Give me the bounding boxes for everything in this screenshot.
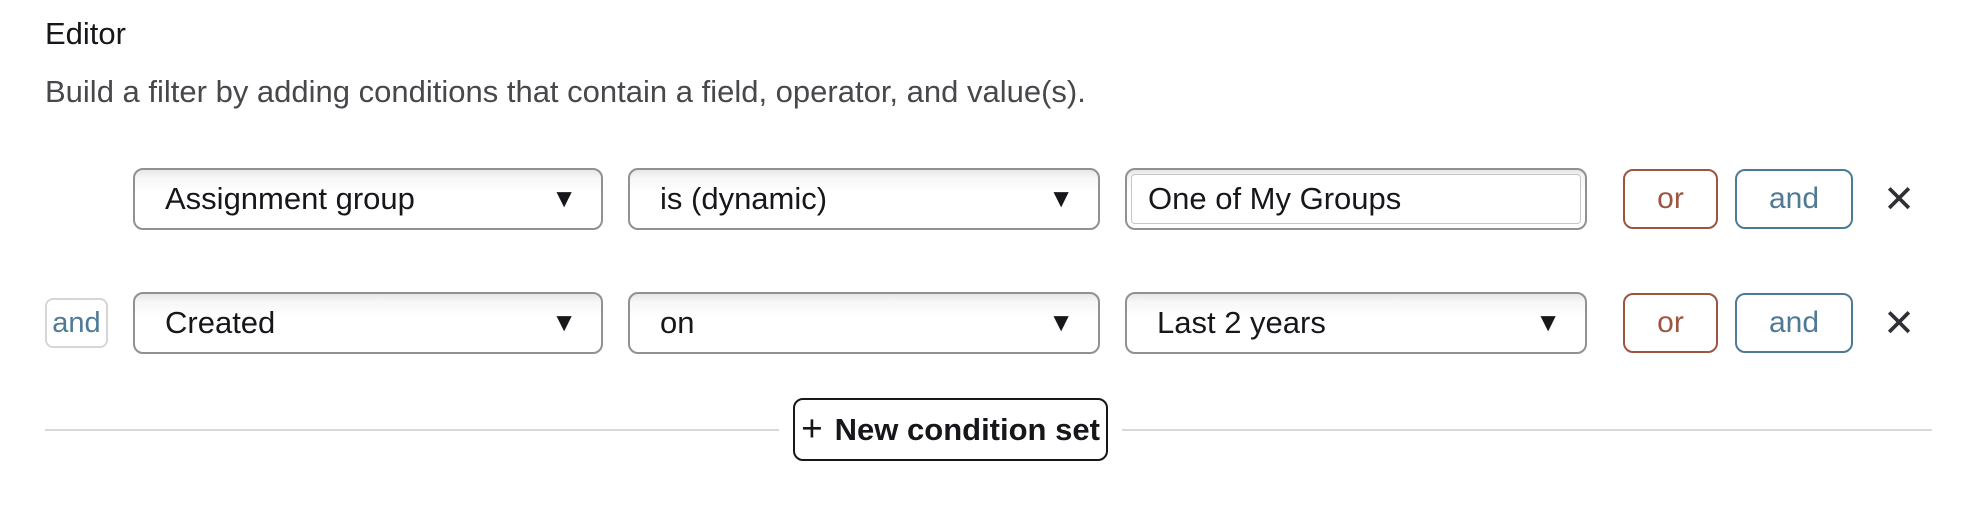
caret-down-icon: ▼ — [1535, 307, 1561, 338]
conjunction-badge: and — [45, 298, 108, 348]
close-icon: ✕ — [1883, 177, 1915, 221]
field-select-value: Assignment group — [165, 181, 415, 216]
close-icon: ✕ — [1883, 301, 1915, 345]
caret-down-icon: ▼ — [1048, 307, 1074, 338]
and-button[interactable]: and — [1735, 169, 1853, 229]
condition-row-1: Assignment group ▼ is (dynamic) ▼ or and… — [0, 168, 1964, 230]
new-condition-set-label: New condition set — [834, 411, 1100, 447]
remove-condition-button[interactable]: ✕ — [1872, 175, 1926, 223]
plus-icon: + — [801, 408, 823, 449]
remove-condition-button[interactable]: ✕ — [1872, 299, 1926, 347]
caret-down-icon: ▼ — [1048, 183, 1074, 214]
caret-down-icon: ▼ — [551, 307, 577, 338]
operator-select[interactable]: is (dynamic) ▼ — [628, 168, 1100, 230]
value-select[interactable]: Last 2 years ▼ — [1125, 292, 1587, 354]
new-condition-set-button[interactable]: + New condition set — [793, 398, 1108, 461]
or-button[interactable]: or — [1623, 169, 1718, 229]
value-input[interactable] — [1131, 174, 1581, 224]
caret-down-icon: ▼ — [551, 183, 577, 214]
page-subtitle: Build a filter by adding conditions that… — [45, 74, 1086, 109]
and-button[interactable]: and — [1735, 293, 1853, 353]
field-select-value: Created — [165, 305, 276, 340]
field-select[interactable]: Assignment group ▼ — [133, 168, 603, 230]
condition-row-2: and Created ▼ on ▼ Last 2 years ▼ or and… — [0, 292, 1964, 354]
field-select[interactable]: Created ▼ — [133, 292, 603, 354]
operator-select[interactable]: on ▼ — [628, 292, 1100, 354]
page-title: Editor — [45, 16, 126, 51]
operator-select-value: on — [660, 305, 695, 340]
or-button[interactable]: or — [1623, 293, 1718, 353]
value-field-container — [1125, 168, 1587, 230]
value-select-value: Last 2 years — [1157, 305, 1326, 340]
operator-select-value: is (dynamic) — [660, 181, 828, 216]
